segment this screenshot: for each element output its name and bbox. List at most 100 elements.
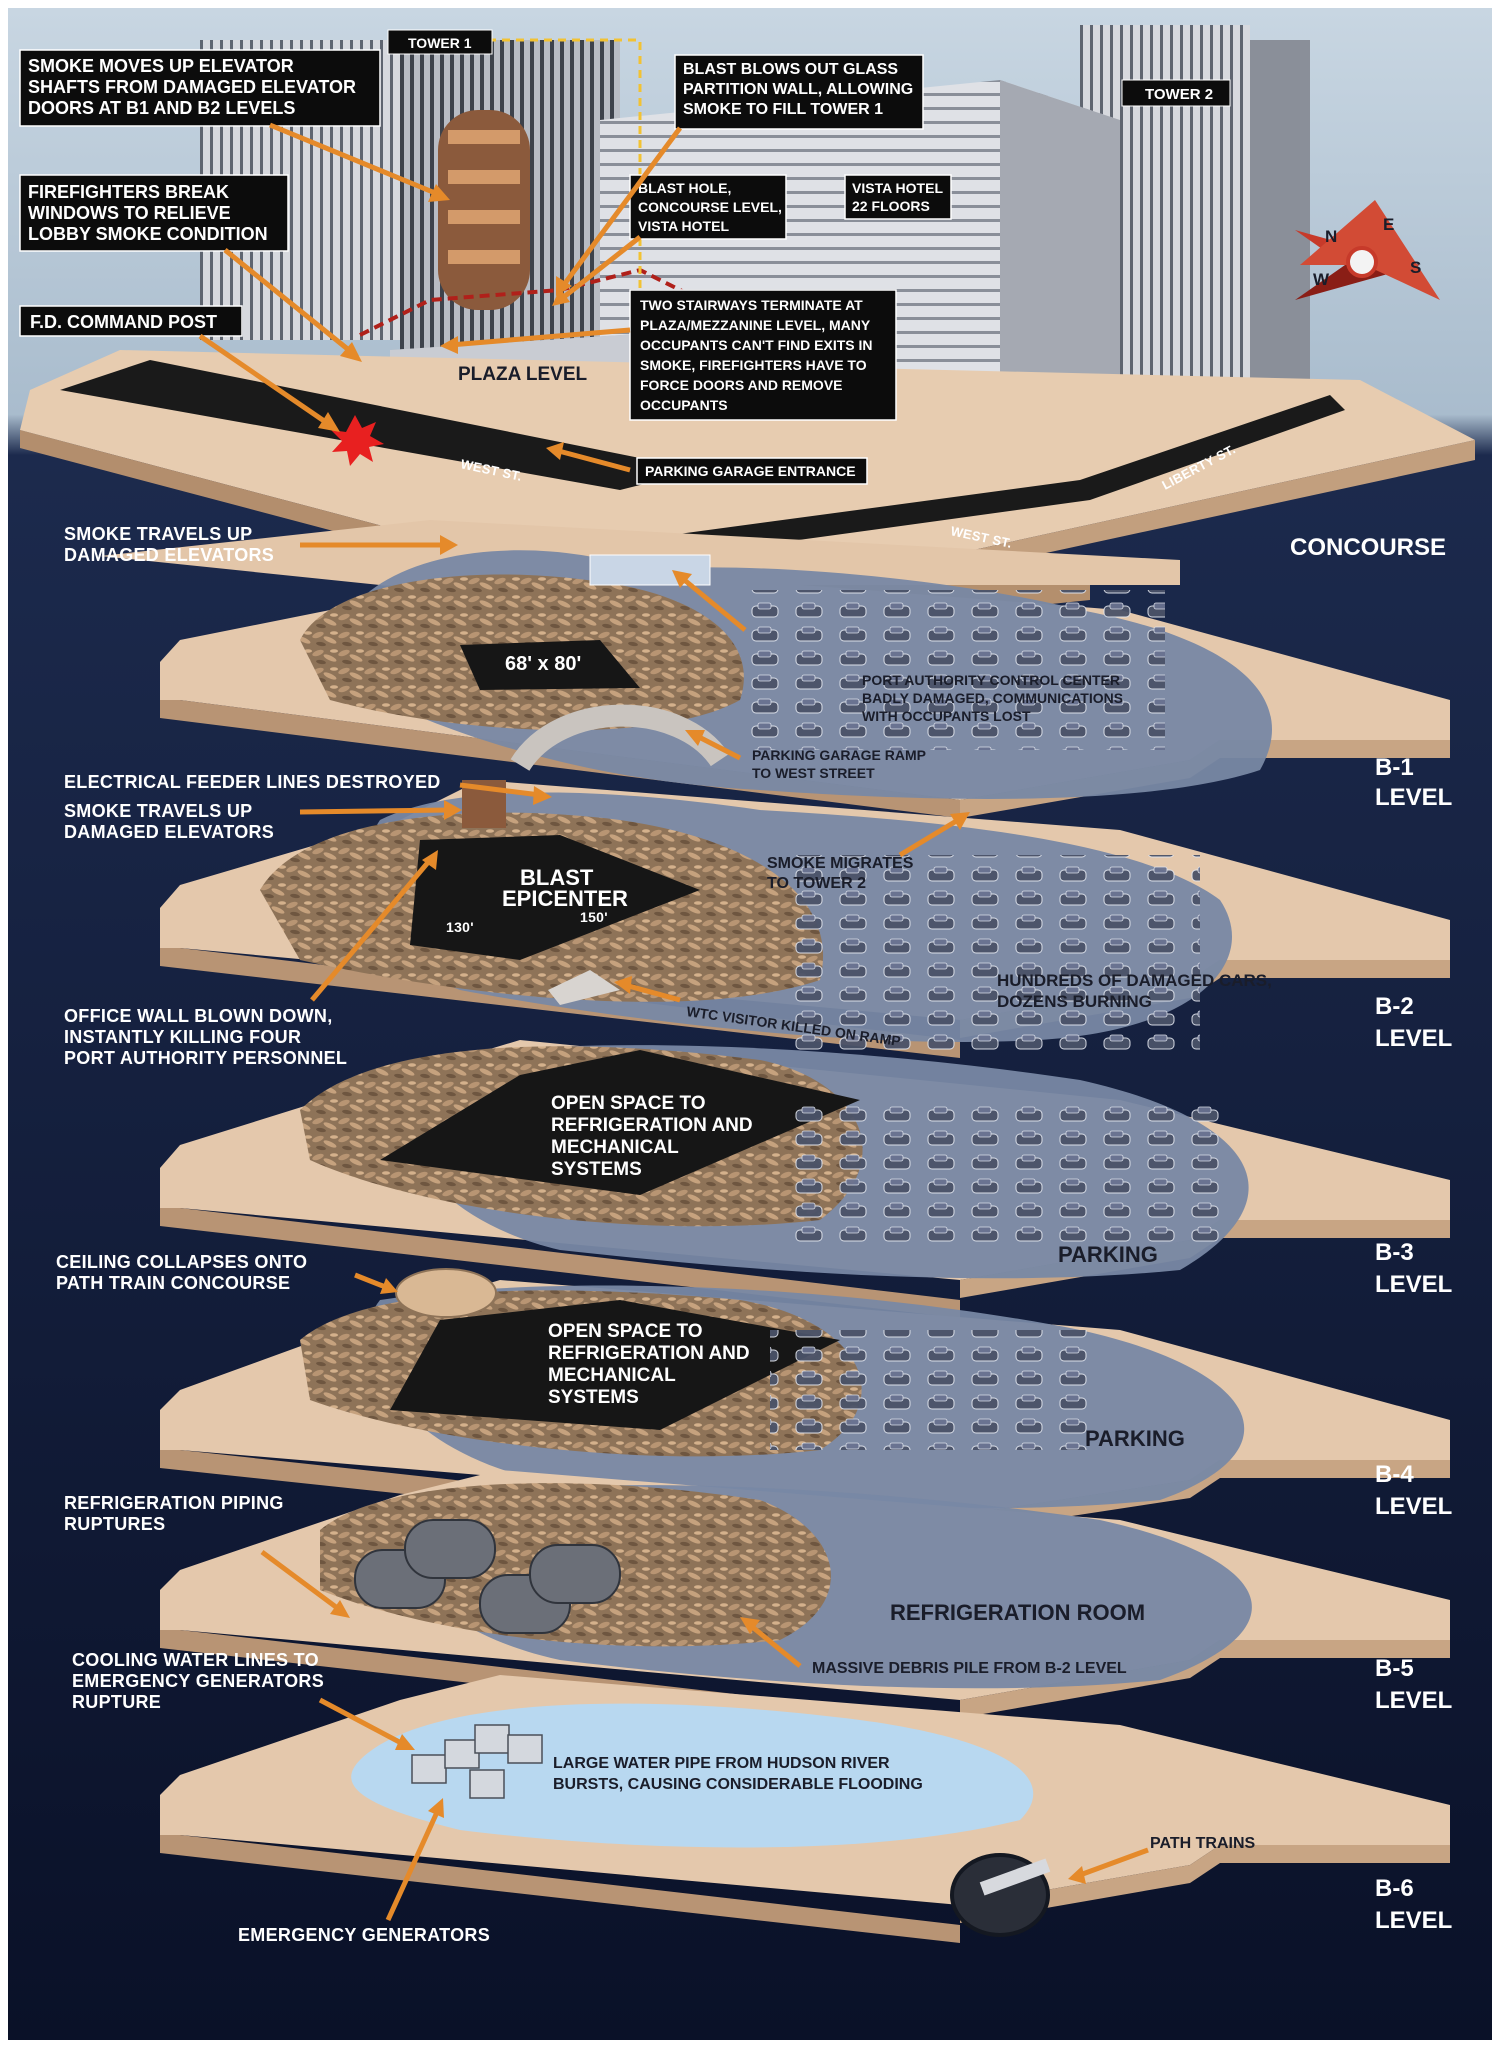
slab-b3 (160, 1040, 1450, 1318)
b3-open-space (380, 1050, 860, 1195)
compass-w: W (1313, 270, 1330, 289)
command-post-marker (331, 415, 384, 466)
svg-text:LARGE WATER PIPE FROM HUDSON R: LARGE WATER PIPE FROM HUDSON RIVERBURSTS… (553, 1755, 923, 1793)
path-train-tunnel (950, 1853, 1051, 1937)
b6-path-trains: PATH TRAINS (1150, 1835, 1256, 1852)
b1-cars (745, 590, 1165, 750)
svg-text:TOWER 2: TOWER 2 (1145, 86, 1213, 103)
b4-cars (770, 1330, 1100, 1450)
svg-text:LEVEL: LEVEL (1375, 1493, 1452, 1520)
b4-parking: PARKING (1085, 1426, 1185, 1451)
svg-text:LEVEL: LEVEL (1375, 1687, 1452, 1714)
emergency-generators-shapes (411, 1724, 543, 1799)
b5-room-label: REFRIGERATION ROOM (890, 1600, 1145, 1625)
compass-n: N (1325, 227, 1337, 246)
b1-feeder-lines: ELECTRICAL FEEDER LINES DESTROYED (64, 772, 441, 792)
slab-b4 (160, 1268, 1450, 1553)
svg-text:B-2: B-2 (1375, 993, 1414, 1020)
b2-damaged-cars: HUNDREDS OF DAMAGED CARS,DOZENS BURNING (997, 971, 1272, 1011)
callout-fd-command: F.D. COMMAND POST (19, 305, 243, 337)
refrigeration-tanks (354, 1519, 621, 1634)
slab-b6 (160, 1675, 1450, 1943)
ceiling-collapse (395, 1268, 497, 1318)
label-tower-2: TOWER 2 (1121, 79, 1231, 107)
level-b6: B-6 LEVEL (1375, 1875, 1452, 1934)
b6-generators-label: EMERGENCY GENERATORS (238, 1925, 490, 1945)
label-tower-1: TOWER 1 (387, 29, 493, 55)
b3-parking: PARKING (1058, 1242, 1158, 1267)
svg-text:PARKING GARAGE ENTRANCE: PARKING GARAGE ENTRANCE (645, 463, 856, 479)
b1-hole-size: 68' x 80' (505, 653, 581, 675)
b1-hole (460, 640, 640, 690)
level-b4: B-4 LEVEL (1375, 1461, 1452, 1520)
level-b5: B-5 LEVEL (1375, 1655, 1452, 1714)
b4-open-space (390, 1300, 840, 1430)
b2-office-wall: OFFICE WALL BLOWN DOWN,INSTANTLY KILLING… (64, 1006, 347, 1068)
elevator-shaft (438, 110, 530, 310)
svg-text:TOWER 1: TOWER 1 (408, 35, 472, 51)
b2-epicenter-hole (410, 835, 700, 960)
b2-dim-150: 150' (580, 909, 608, 925)
b5-debris-label: MASSIVE DEBRIS PILE FROM B-2 LEVEL (812, 1660, 1127, 1677)
b1-control-center (589, 554, 711, 586)
compass-s: S (1410, 258, 1421, 277)
top-arrows (198, 122, 683, 473)
svg-text:LEVEL: LEVEL (1375, 1025, 1452, 1052)
svg-text:LEVEL: LEVEL (1375, 1271, 1452, 1298)
svg-text:B-5: B-5 (1375, 1655, 1414, 1682)
callout-parking-entrance: PARKING GARAGE ENTRANCE (636, 457, 868, 485)
plaza-level-label: PLAZA LEVEL (458, 364, 588, 385)
b2-visitor-ramp (548, 970, 620, 1005)
slab-b1 (160, 550, 1450, 818)
b2-cars (780, 855, 1200, 1055)
level-b3: B-3 LEVEL (1375, 1239, 1452, 1298)
svg-text:LEVEL: LEVEL (1375, 1907, 1452, 1934)
svg-text:B-3: B-3 (1375, 1239, 1414, 1266)
callout-blast-hole: BLAST HOLE,CONCOURSE LEVEL,VISTA HOTEL (629, 174, 787, 240)
annotation-arrows (260, 535, 1149, 1922)
slab-b2 (160, 780, 1450, 1058)
svg-text:B-6: B-6 (1375, 1875, 1414, 1902)
svg-text:LEVEL: LEVEL (1375, 784, 1452, 811)
svg-text:BLAST HOLE,CONCOURSE LEVEL,VIS: BLAST HOLE,CONCOURSE LEVEL,VISTA HOTEL (638, 180, 782, 234)
svg-text:F.D. COMMAND POST: F.D. COMMAND POST (30, 312, 217, 332)
compass-rose (1295, 200, 1440, 300)
level-b1: B-1 LEVEL (1375, 754, 1452, 811)
compass-e: E (1383, 215, 1394, 234)
svg-text:B-4: B-4 (1375, 1461, 1414, 1488)
level-b2: B-2 LEVEL (1375, 993, 1452, 1052)
slab-b5 (160, 1470, 1450, 1738)
